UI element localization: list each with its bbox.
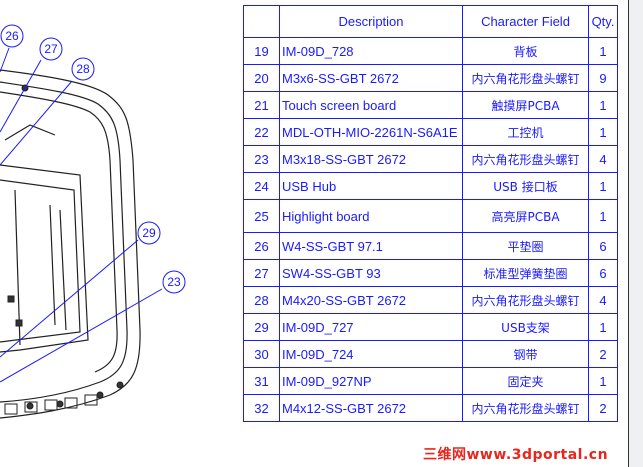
cell-no: 23	[243, 145, 280, 173]
cell-qty: 2	[588, 394, 618, 422]
header-no	[243, 5, 280, 38]
cell-qty: 6	[588, 232, 618, 260]
cell-no: 26	[243, 232, 280, 260]
cell-no: 31	[243, 367, 280, 395]
cell-no: 20	[243, 64, 280, 92]
cell-description: IM-09D_727	[279, 313, 463, 341]
frame-border	[628, 0, 629, 467]
cell-no: 27	[243, 259, 280, 287]
cell-character-field: 触摸屏PCBA	[462, 91, 589, 119]
callout-26-circle	[0, 24, 24, 48]
cell-description: M4x20-SS-GBT 2672	[279, 286, 463, 314]
table-header-row: Description Character Field Qty.	[243, 5, 618, 38]
cell-description: IM-09D_927NP	[279, 367, 463, 395]
header-description: Description	[279, 5, 463, 38]
cell-qty: 1	[588, 367, 618, 395]
cell-qty: 6	[588, 259, 618, 287]
cell-qty: 1	[588, 172, 618, 200]
cell-qty: 1	[588, 37, 618, 65]
cell-description: USB Hub	[279, 172, 463, 200]
cell-description: M3x18-SS-GBT 2672	[279, 145, 463, 173]
callout-26-label: 26	[5, 29, 19, 43]
cell-character-field: 高亮屏PCBA	[462, 199, 589, 233]
cell-description: MDL-OTH-MIO-2261N-S6A1E	[279, 118, 463, 146]
cell-qty: 9	[588, 64, 618, 92]
leader-lines	[0, 47, 163, 383]
header-qty: Qty.	[588, 5, 618, 38]
cell-no: 21	[243, 91, 280, 119]
cell-no: 22	[243, 118, 280, 146]
cell-no: 19	[243, 37, 280, 65]
cell-qty: 1	[588, 199, 618, 233]
callout-29-label: 29	[142, 226, 156, 240]
cell-character-field: USB 接口板	[462, 172, 589, 200]
callout-23-label: 23	[167, 275, 181, 289]
cell-description: SW4-SS-GBT 93	[279, 259, 463, 287]
cell-character-field: 工控机	[462, 118, 589, 146]
callout-27-label: 27	[44, 42, 58, 56]
cell-description: Touch screen board	[279, 91, 463, 119]
callout-29-circle	[137, 221, 161, 245]
cell-no: 30	[243, 340, 280, 368]
header-character-field: Character Field	[462, 5, 589, 38]
cell-character-field: 内六角花形盘头螺钉	[462, 145, 589, 173]
device-outline	[0, 69, 141, 419]
cell-character-field: 内六角花形盘头螺钉	[462, 394, 589, 422]
cell-description: IM-09D_724	[279, 340, 463, 368]
cell-qty: 1	[588, 313, 618, 341]
cell-qty: 1	[588, 91, 618, 119]
cell-description: IM-09D_728	[279, 37, 463, 65]
cell-description: Highlight board	[279, 199, 463, 233]
watermark: 三维网www.3dportal.cn	[423, 447, 609, 463]
cell-character-field: 平垫圈	[462, 232, 589, 260]
cell-no: 24	[243, 172, 280, 200]
cell-character-field: 内六角花形盘头螺钉	[462, 286, 589, 314]
callout-27-circle	[39, 37, 63, 61]
cell-qty: 1	[588, 118, 618, 146]
cell-character-field: 固定夹	[462, 367, 589, 395]
cell-character-field: USB支架	[462, 313, 589, 341]
callout-23-circle	[162, 270, 186, 294]
cell-character-field: 内六角花形盘头螺钉	[462, 64, 589, 92]
cell-no: 32	[243, 394, 280, 422]
cell-qty: 2	[588, 340, 618, 368]
cell-character-field: 背板	[462, 37, 589, 65]
cell-character-field: 标准型弹簧垫圈	[462, 259, 589, 287]
callout-28-label: 28	[76, 62, 90, 76]
cell-description: M4x12-SS-GBT 2672	[279, 394, 463, 422]
cell-no: 28	[243, 286, 280, 314]
scrollbar-track[interactable]	[629, 0, 643, 467]
callout-28-circle	[71, 57, 95, 81]
cell-character-field: 钢带	[462, 340, 589, 368]
cell-description: M3x6-SS-GBT 2672	[279, 64, 463, 92]
cell-qty: 4	[588, 286, 618, 314]
cell-qty: 4	[588, 145, 618, 173]
connector-row	[4, 394, 98, 415]
cell-no: 29	[243, 313, 280, 341]
cell-description: W4-SS-GBT 97.1	[279, 232, 463, 260]
cell-no: 25	[243, 199, 280, 233]
